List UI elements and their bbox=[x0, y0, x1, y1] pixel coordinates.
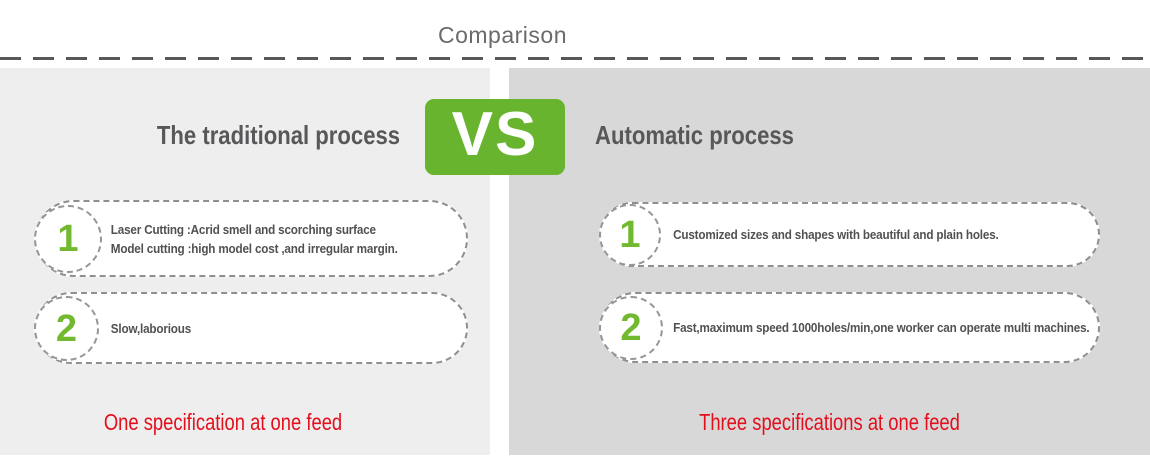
list-item: 1 Customized sizes and shapes with beaut… bbox=[599, 202, 1100, 267]
item-number-badge: 1 bbox=[599, 204, 661, 266]
item-text-line: Customized sizes and shapes with beautif… bbox=[673, 227, 999, 242]
vs-badge-label: VS bbox=[451, 100, 539, 169]
item-number: 1 bbox=[57, 218, 79, 260]
item-number-badge: 2 bbox=[599, 296, 663, 360]
list-item: 2 Fast,maximum speed 1000holes/min,one w… bbox=[599, 292, 1100, 363]
item-text: Laser Cutting :Acrid smell and scorching… bbox=[37, 220, 398, 258]
item-number: 1 bbox=[619, 214, 641, 256]
automatic-process-panel: Automatic process 1 Customized sizes and… bbox=[509, 68, 1150, 455]
item-number-badge: 1 bbox=[34, 205, 102, 273]
header-dashed-divider bbox=[0, 57, 1150, 60]
automatic-process-heading: Automatic process bbox=[595, 120, 794, 150]
item-number: 2 bbox=[620, 307, 642, 349]
item-text-line: Fast,maximum speed 1000holes/min,one wor… bbox=[673, 320, 1090, 335]
item-text: Customized sizes and shapes with beautif… bbox=[602, 225, 999, 244]
list-item: 2 Slow,laborious bbox=[34, 292, 468, 364]
traditional-process-panel: The traditional process 1 Laser Cutting … bbox=[0, 68, 490, 455]
item-number-badge: 2 bbox=[34, 296, 99, 361]
item-text-line: Model cutting :high model cost ,and irre… bbox=[110, 240, 398, 256]
item-text-line: Laser Cutting :Acrid smell and scorching… bbox=[110, 221, 376, 237]
automatic-footer-caption: Three specifications at one feed bbox=[699, 409, 960, 435]
page-title: Comparison bbox=[438, 22, 567, 48]
item-text-line: Slow,laborious bbox=[110, 320, 192, 336]
traditional-footer-caption: One specification at one feed bbox=[103, 409, 343, 435]
list-item: 1 Laser Cutting :Acrid smell and scorchi… bbox=[34, 200, 468, 277]
vs-badge: VS bbox=[425, 99, 565, 175]
item-text: Slow,laborious bbox=[37, 319, 191, 338]
item-text: Fast,maximum speed 1000holes/min,one wor… bbox=[602, 318, 1090, 337]
item-number: 2 bbox=[55, 307, 78, 350]
traditional-process-heading: The traditional process bbox=[156, 120, 400, 150]
